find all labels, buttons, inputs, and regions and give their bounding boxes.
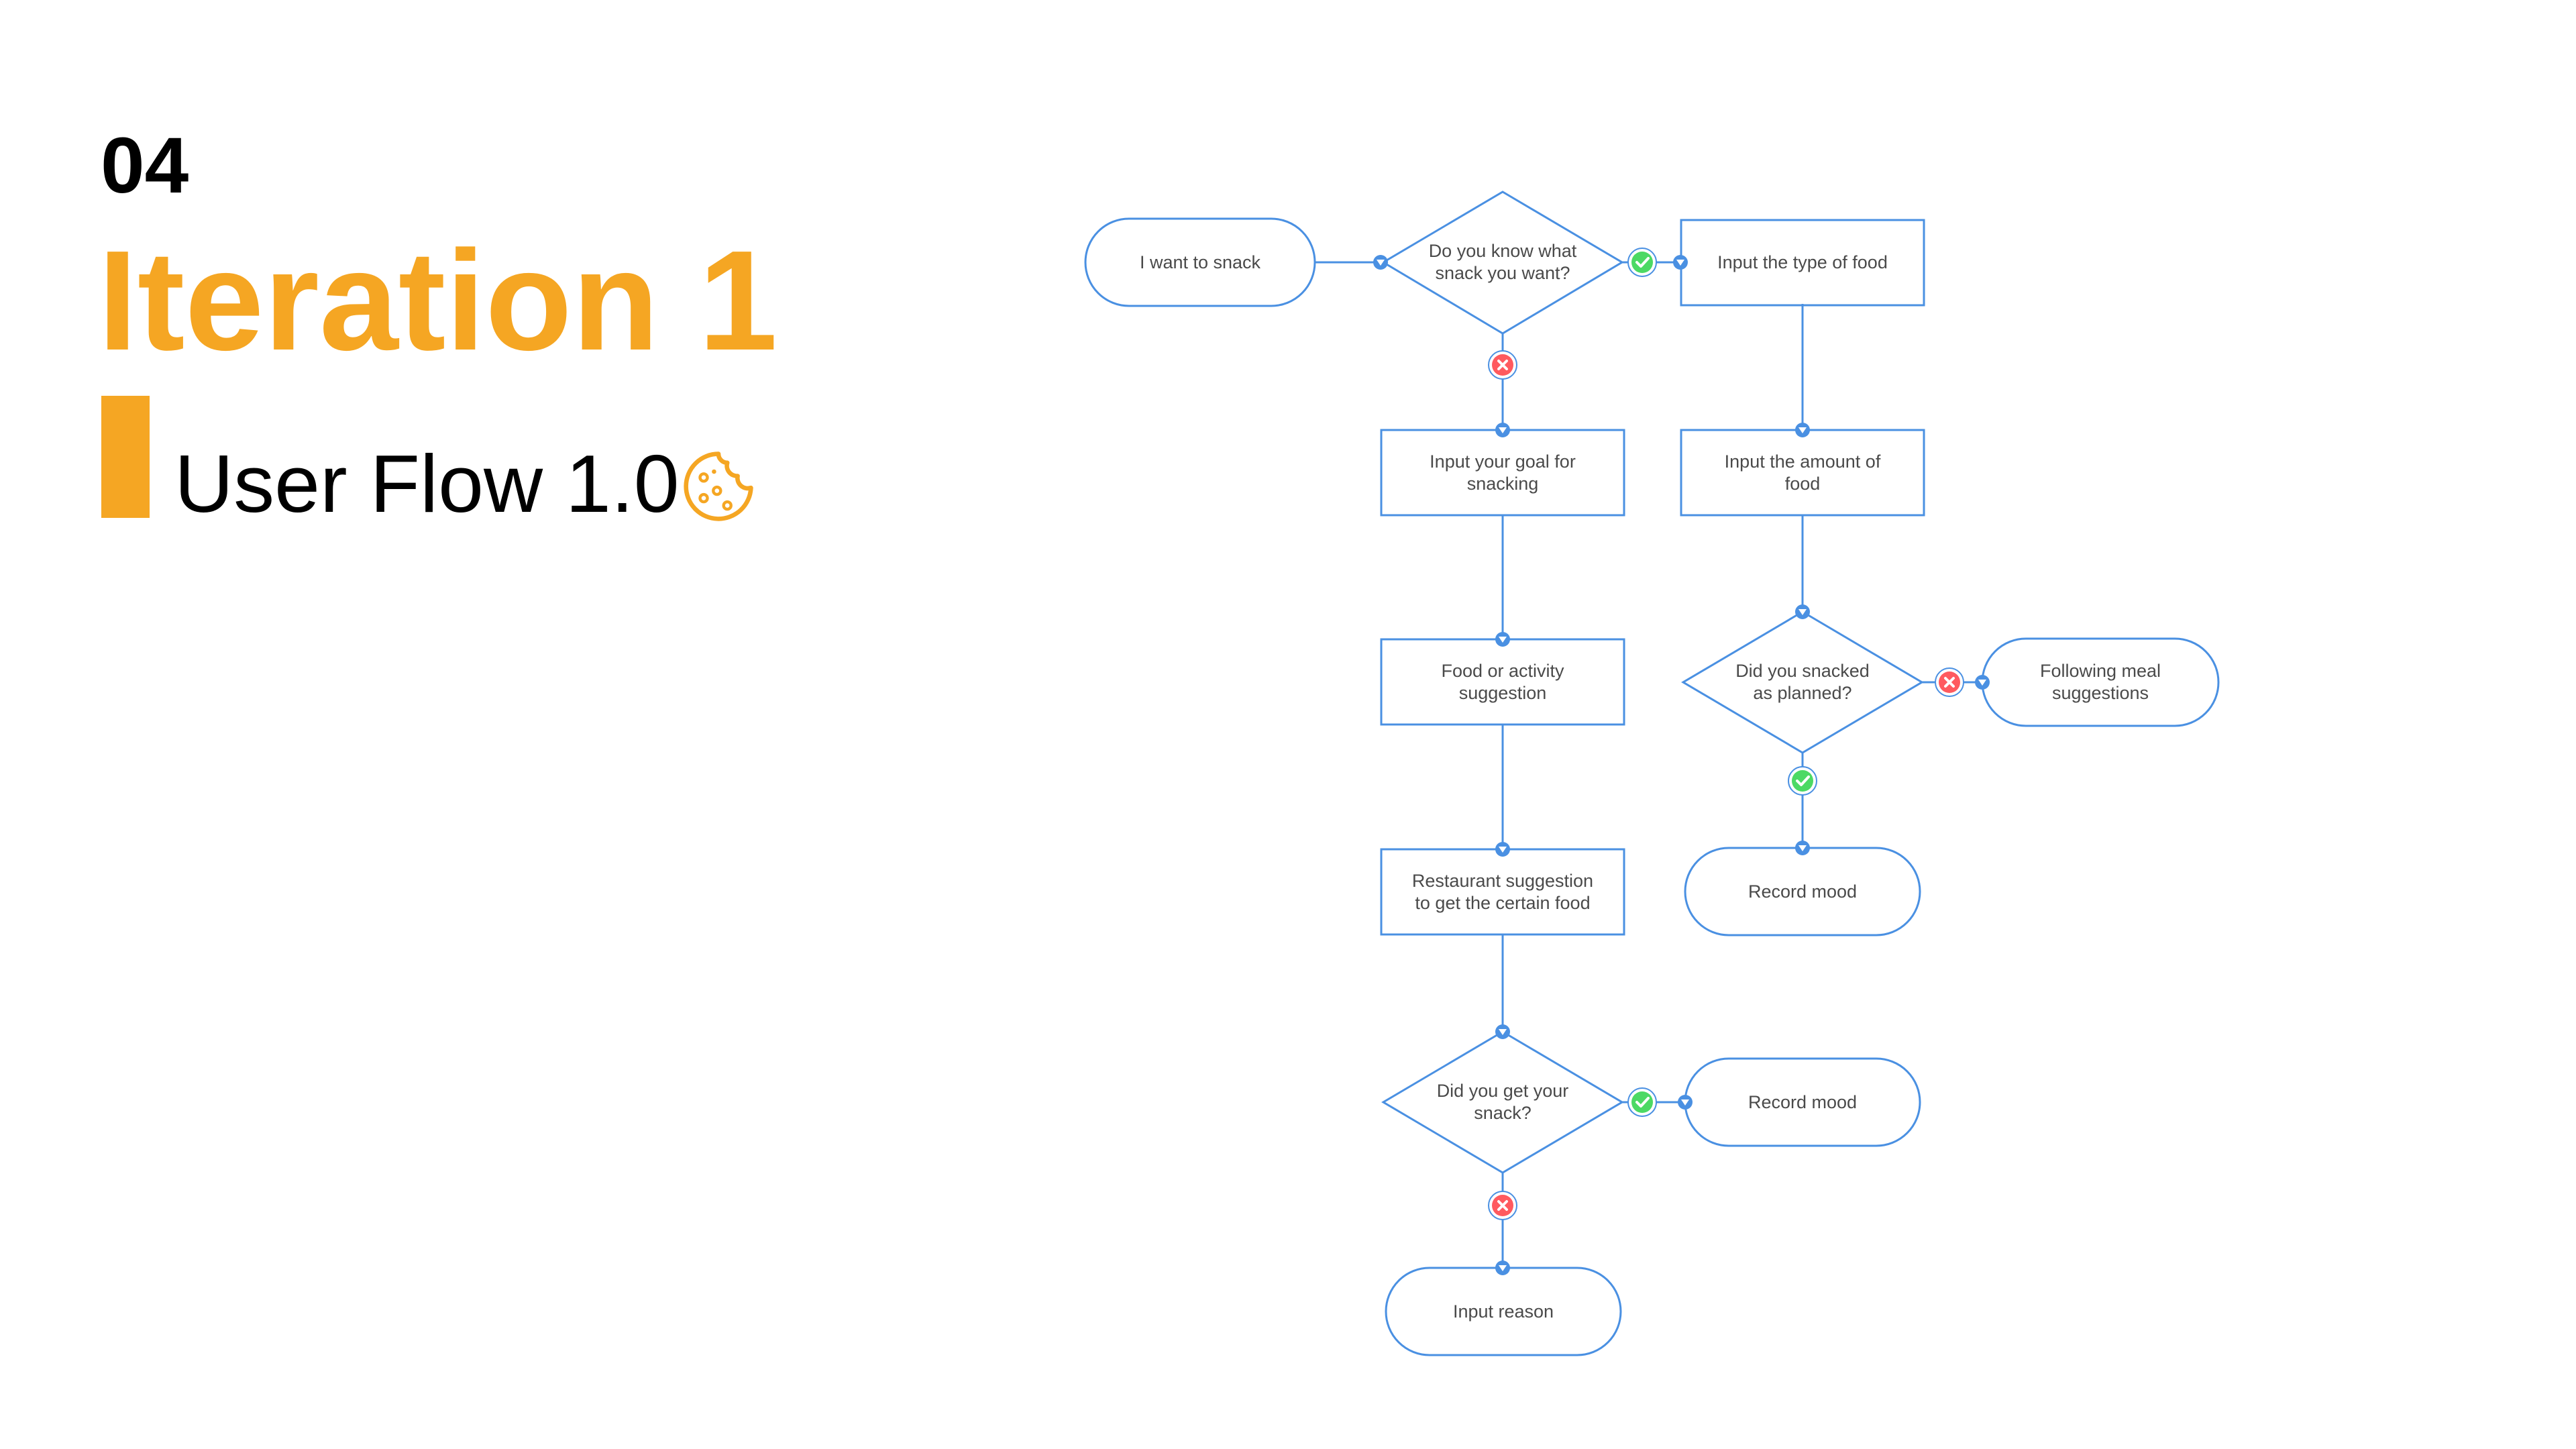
start-node bbox=[1084, 217, 1316, 307]
port-marker bbox=[1795, 604, 1810, 619]
snacked-decision bbox=[1681, 610, 1924, 754]
snacked-label-line2: as planned? bbox=[1753, 683, 1851, 703]
meal-suggestions-label-line2: suggestions bbox=[2052, 683, 2149, 703]
section-number: 04 bbox=[101, 121, 189, 210]
snacked-label-line1: Did you snacked bbox=[1735, 661, 1870, 681]
input-amount-node bbox=[1680, 429, 1925, 517]
input-reason-label: Input reason bbox=[1453, 1301, 1554, 1322]
port-marker bbox=[1373, 255, 1388, 270]
port-marker bbox=[1795, 423, 1810, 437]
port-marker bbox=[1495, 423, 1510, 437]
restaurant-node bbox=[1380, 848, 1625, 936]
yes-badge-icon bbox=[1627, 248, 1657, 277]
restaurant-label-line1: Restaurant suggestion bbox=[1412, 871, 1593, 891]
port-marker bbox=[1495, 842, 1510, 857]
know-snack-decision bbox=[1381, 191, 1624, 335]
got-snack-decision bbox=[1381, 1030, 1624, 1174]
port-marker bbox=[1795, 841, 1810, 855]
record-mood-label-1: Record mood bbox=[1748, 881, 1857, 902]
accent-bar bbox=[101, 396, 150, 518]
start-label: I want to snack bbox=[1140, 252, 1261, 272]
yes-badge-icon bbox=[1627, 1087, 1657, 1117]
port-marker bbox=[1495, 1024, 1510, 1039]
port-marker bbox=[1495, 632, 1510, 647]
input-goal-label-line1: Input your goal for bbox=[1430, 451, 1576, 472]
input-amount-label-line1: Input the amount of bbox=[1725, 451, 1881, 472]
know-snack-label-line1: Do you know what bbox=[1429, 241, 1577, 261]
yes-badge-icon bbox=[1788, 766, 1817, 796]
no-badge-icon bbox=[1488, 350, 1517, 380]
suggestion-label-line1: Food or activity bbox=[1441, 661, 1564, 681]
port-marker bbox=[1678, 1095, 1693, 1110]
port-marker bbox=[1673, 255, 1688, 270]
input-amount-label-line2: food bbox=[1785, 474, 1821, 494]
suggestion-node bbox=[1380, 638, 1625, 726]
port-marker bbox=[1495, 1260, 1510, 1275]
restaurant-label-line2: to get the certain food bbox=[1415, 893, 1590, 913]
no-badge-icon bbox=[1488, 1191, 1517, 1220]
got-snack-label-line2: snack? bbox=[1474, 1103, 1532, 1123]
port-marker bbox=[1975, 675, 1990, 690]
input-goal-label-line2: snacking bbox=[1467, 474, 1539, 494]
no-badge-icon bbox=[1935, 667, 1964, 697]
slide-subtitle: User Flow 1.0 bbox=[174, 438, 680, 529]
cookie-icon bbox=[684, 451, 753, 521]
meal-suggestions-node bbox=[1981, 637, 2220, 727]
record-mood-label-2: Record mood bbox=[1748, 1092, 1857, 1112]
input-goal-node bbox=[1380, 429, 1625, 517]
suggestion-label-line2: suggestion bbox=[1459, 683, 1547, 703]
know-snack-label-line2: snack you want? bbox=[1435, 263, 1570, 283]
got-snack-label-line1: Did you get your bbox=[1437, 1081, 1569, 1101]
meal-suggestions-label-line1: Following meal bbox=[2040, 661, 2161, 681]
slide-title: Iteration 1 bbox=[98, 221, 778, 380]
input-type-label: Input the type of food bbox=[1717, 252, 1888, 272]
